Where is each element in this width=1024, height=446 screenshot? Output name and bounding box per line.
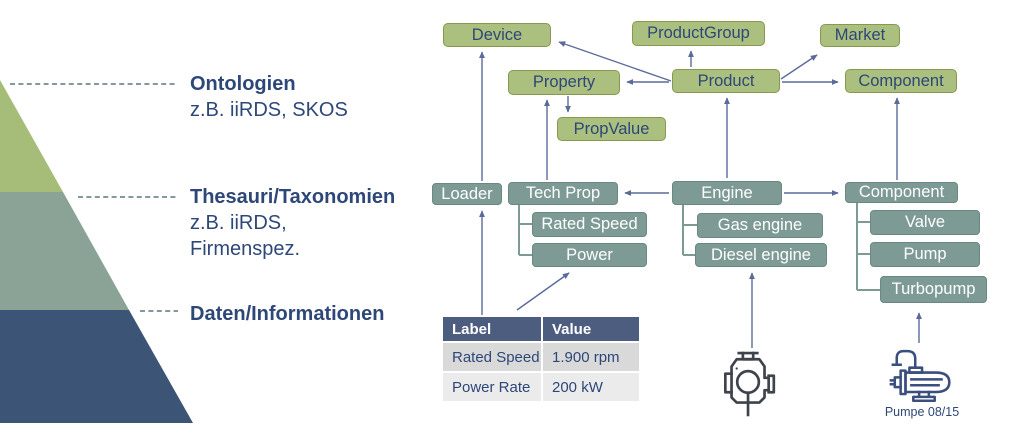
node-loader: Loader (432, 183, 502, 205)
relation-arrows (479, 41, 922, 348)
node-component-ontology: Component (845, 69, 957, 93)
table-cell-value: 1.900 rpm (543, 343, 639, 371)
label-data: Daten/Informationen (190, 301, 384, 327)
node-propvalue: PropValue (557, 117, 666, 141)
label-ontologies-subtitle: z.B. iiRDS, SKOS (190, 99, 348, 121)
node-property: Property (508, 70, 620, 95)
table-header-label: Label (443, 317, 541, 341)
node-market: Market (820, 24, 900, 47)
label-thesauri-subtitle: z.B. iiRDS, (190, 212, 287, 234)
table-cell-label: Rated Speed (443, 343, 541, 371)
node-device: Device (443, 23, 551, 47)
table-header-value: Value (543, 317, 639, 341)
node-turbopump: Turbopump (880, 276, 987, 303)
label-ontologies-title: Ontologien (190, 73, 296, 95)
table-row: Rated Speed 1.900 rpm (443, 343, 639, 371)
property-table: Label Value Rated Speed 1.900 rpm Power … (443, 317, 639, 403)
node-gas-engine: Gas engine (697, 213, 823, 238)
table-header-row: Label Value (443, 317, 639, 341)
node-pump: Pump (870, 242, 980, 267)
pyramid-level-ontologies (0, 80, 63, 192)
label-thesauri-subtitle2: Firmenspez. (190, 238, 301, 260)
pyramid-level-thesauri (0, 192, 129, 310)
node-tech-prop: Tech Prop (508, 182, 618, 205)
table-row: Power Rate 200 kW (443, 373, 639, 401)
label-thesauri-title: Thesauri/Taxonomien (190, 186, 396, 208)
node-diesel-engine: Diesel engine (695, 243, 827, 267)
label-thesauri: Thesauri/Taxonomien z.B. iiRDS, Firmensp… (190, 184, 395, 262)
label-ontologies: Ontologien z.B. iiRDS, SKOS (190, 71, 348, 123)
node-component-taxonomy: Component (845, 182, 958, 203)
table-cell-value: 200 kW (543, 373, 639, 401)
node-rated-speed: Rated Speed (532, 212, 647, 237)
label-data-title: Daten/Informationen (190, 303, 385, 325)
pyramid-level-data (0, 310, 193, 423)
node-product: Product (672, 69, 780, 93)
pump-icon (887, 346, 961, 408)
table-cell-label: Power Rate (443, 373, 541, 401)
node-power: Power (532, 243, 647, 267)
tree-connectors (518, 203, 880, 291)
engine-icon (716, 351, 778, 422)
node-productgroup: ProductGroup (632, 21, 765, 46)
dashed-leader-lines (10, 83, 178, 312)
node-valve: Valve (870, 210, 980, 235)
pump-caption: Pumpe 08/15 (884, 405, 960, 419)
node-engine: Engine (672, 181, 782, 205)
